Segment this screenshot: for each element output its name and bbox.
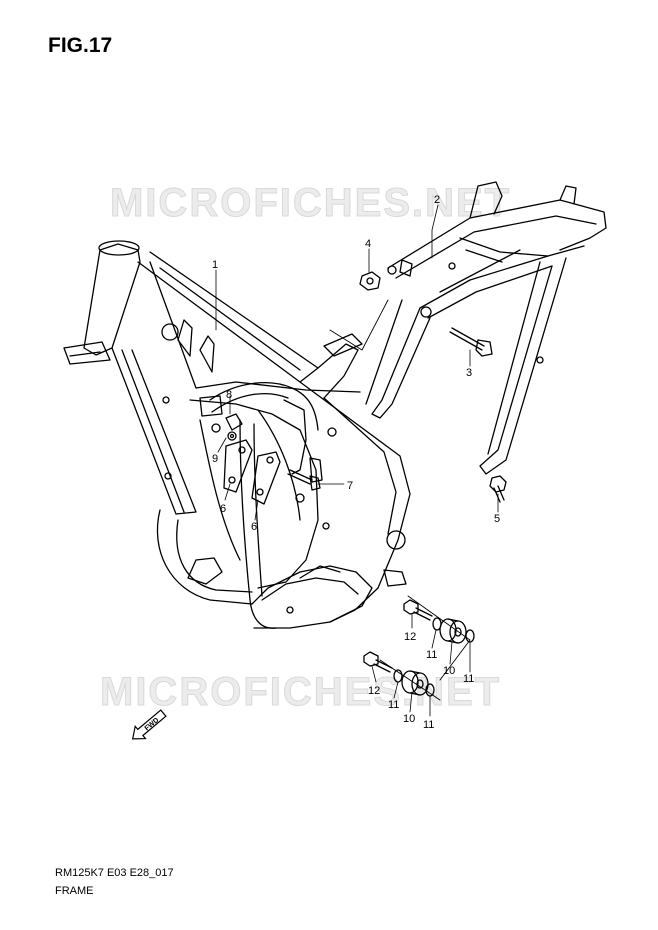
figure-title: FIG.17	[48, 34, 113, 57]
part-6-bracket-right	[251, 451, 281, 505]
sub-frame	[365, 181, 607, 475]
callout-11-lower-right: 11	[423, 719, 434, 731]
callout-12-upper: 12	[404, 631, 416, 643]
part-4-nut	[359, 271, 381, 291]
part-10-collar-upper	[439, 618, 467, 644]
model-code: RM125K7 E03 E28_017	[55, 867, 174, 879]
callout-1: 1	[212, 259, 218, 271]
part-12-bolt-upper	[403, 599, 433, 621]
callout-7: 7	[347, 480, 353, 492]
callout-10-upper: 10	[443, 665, 455, 677]
callout-11-lower-left: 11	[388, 699, 399, 711]
part-9-washer	[227, 431, 237, 441]
figure-name: FRAME	[55, 885, 94, 897]
callout-3: 3	[466, 367, 472, 379]
callout-5: 5	[494, 513, 500, 525]
watermark-top: MICROFICHES.NET	[109, 181, 512, 226]
callout-11-upper-left: 11	[426, 649, 437, 661]
main-frame	[63, 240, 411, 629]
leader-lines	[215, 204, 499, 717]
part-7-bolt	[287, 469, 321, 491]
callout-4: 4	[365, 238, 371, 250]
callout-2: 2	[434, 194, 440, 206]
callout-8: 8	[226, 389, 232, 401]
callout-10-lower: 10	[403, 713, 415, 725]
watermark-bottom: MICROFICHES.NET	[99, 670, 502, 715]
part-6-bracket-left	[223, 439, 253, 493]
part-12-bolt-lower	[363, 651, 393, 673]
part-8-clamp	[225, 413, 243, 431]
callout-9: 9	[212, 453, 218, 465]
part-3-bolt	[449, 327, 493, 357]
callout-6-right: 6	[251, 521, 257, 533]
fwd-arrow-icon: FWD	[131, 709, 167, 740]
reference-lines	[329, 299, 471, 701]
part-5-bolt	[489, 475, 507, 503]
callout-12-lower: 12	[368, 685, 380, 697]
callout-6-left: 6	[220, 503, 226, 515]
callout-11-upper-right: 11	[463, 673, 474, 685]
